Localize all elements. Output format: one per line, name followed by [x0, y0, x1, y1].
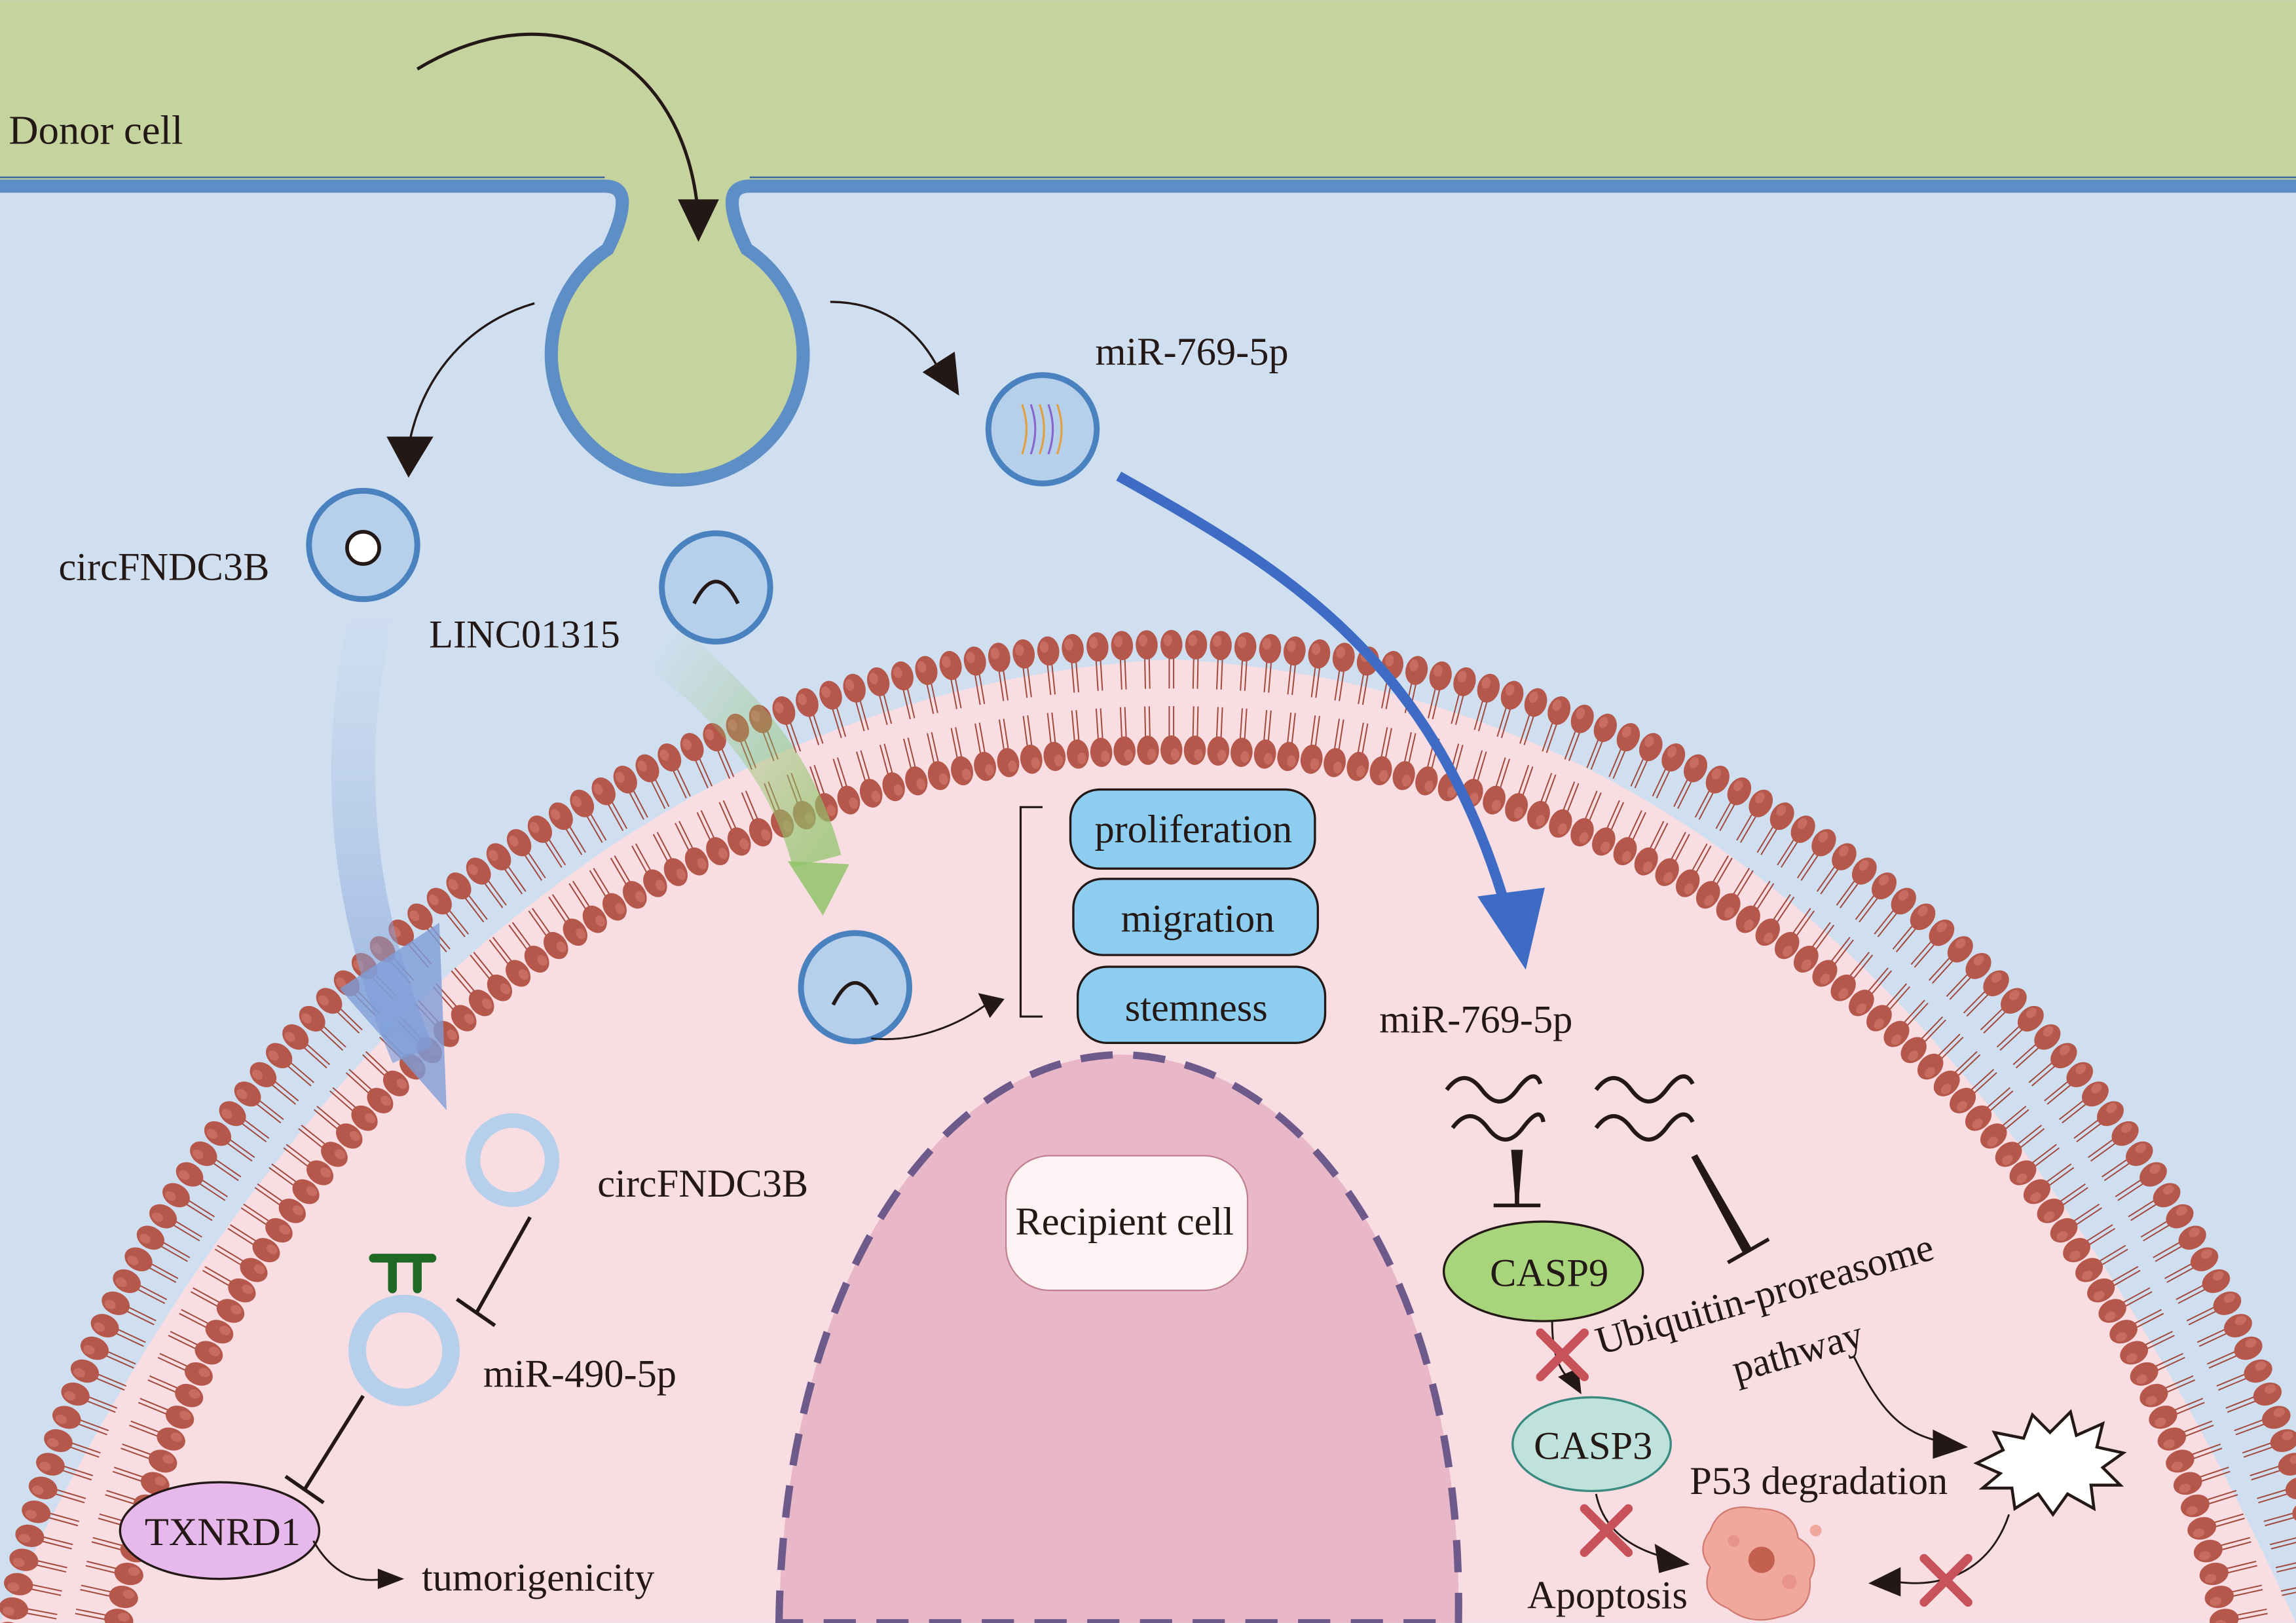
p53-to-apoptosis-arrow — [1896, 1514, 2010, 1584]
circfndc3b-inside-label: circFNDC3B — [597, 1162, 808, 1206]
ubiquitin-to-p53-arrow — [1853, 1356, 1948, 1444]
mir769-vesicle — [985, 372, 1100, 487]
casp3-oval — [1511, 1396, 1672, 1493]
linc01315-internalized — [798, 930, 913, 1045]
recipient-cell-label: Recipient cell — [1015, 1200, 1234, 1244]
stemness-box — [1076, 965, 1327, 1044]
txnrd1-oval — [119, 1481, 321, 1580]
apoptosis-label: Apoptosis — [1527, 1573, 1688, 1617]
mir769-uptake-arrow — [1116, 472, 1513, 917]
txnrd1-label: TXNRD1 — [145, 1510, 301, 1554]
endocytosis-arrow — [416, 32, 701, 220]
circfndc3b-vesicle-label: circFNDC3B — [58, 546, 269, 589]
p53-block-cross — [1919, 1554, 1972, 1607]
circfndc3b-inhibits-mir490 — [474, 1216, 532, 1315]
arrow-to-circfndc3b-vesicle — [409, 302, 535, 440]
donor-cell-body — [0, 0, 2296, 480]
casp3-label: CASP3 — [1534, 1424, 1652, 1468]
linc01315-uptake-arrow — [646, 625, 842, 868]
p53-label: P53 degradation — [1690, 1459, 1948, 1503]
endocytosis-arrowhead — [678, 199, 719, 242]
arrow-to-mir769-vesicle — [830, 301, 938, 367]
donor-cell-membrane — [0, 179, 2296, 487]
p53-degradation-burst-icon — [1973, 1409, 2127, 1518]
linc01315-to-outcomes-arrow — [871, 1001, 991, 1040]
txnrd1-to-tumorigenicity-arrow — [312, 1540, 384, 1581]
outcomes-bracket — [1019, 806, 1043, 1018]
casp9-block-cross — [1536, 1328, 1589, 1381]
recipient-cell-label-box — [1005, 1155, 1249, 1292]
casp9-oval — [1442, 1220, 1644, 1322]
migration-label: migration — [1121, 897, 1275, 941]
migration-box — [1072, 878, 1320, 956]
casp3-block-cross — [1580, 1504, 1633, 1558]
mir490-inhibits-txnrd1 — [303, 1394, 365, 1491]
circfndc3b-vesicle — [306, 487, 420, 603]
mir490-label: miR-490-5p — [483, 1352, 676, 1396]
proliferation-label: proliferation — [1094, 808, 1292, 851]
mir769-vesicle-label: miR-769-5p — [1096, 330, 1289, 374]
mir490-ring — [348, 1294, 460, 1406]
linc01315-vesicle-label: LINC01315 — [429, 613, 620, 657]
tumorigenicity-label: tumorigenicity — [422, 1556, 654, 1600]
apoptotic-cell-icon — [1702, 1506, 1822, 1621]
rna-strands-icon — [1021, 403, 1063, 455]
nucleus — [775, 1051, 1462, 1623]
stemness-label: stemness — [1125, 986, 1268, 1030]
mir769-wave-icon-2 — [1594, 1074, 1695, 1142]
mir769-inhibits-ubiquitin — [1691, 1154, 1752, 1253]
donor-cell-label: Donor cell — [9, 107, 183, 153]
circfndc3b-ring — [466, 1113, 560, 1207]
casp9-label: CASP9 — [1490, 1251, 1608, 1295]
green-binding-icon — [369, 1254, 437, 1294]
linc01315-vesicle — [659, 530, 773, 645]
proliferation-box — [1069, 788, 1316, 870]
mir769-inside-label: miR-769-5p — [1379, 998, 1572, 1042]
mir769-wave-icon — [1445, 1074, 1546, 1142]
